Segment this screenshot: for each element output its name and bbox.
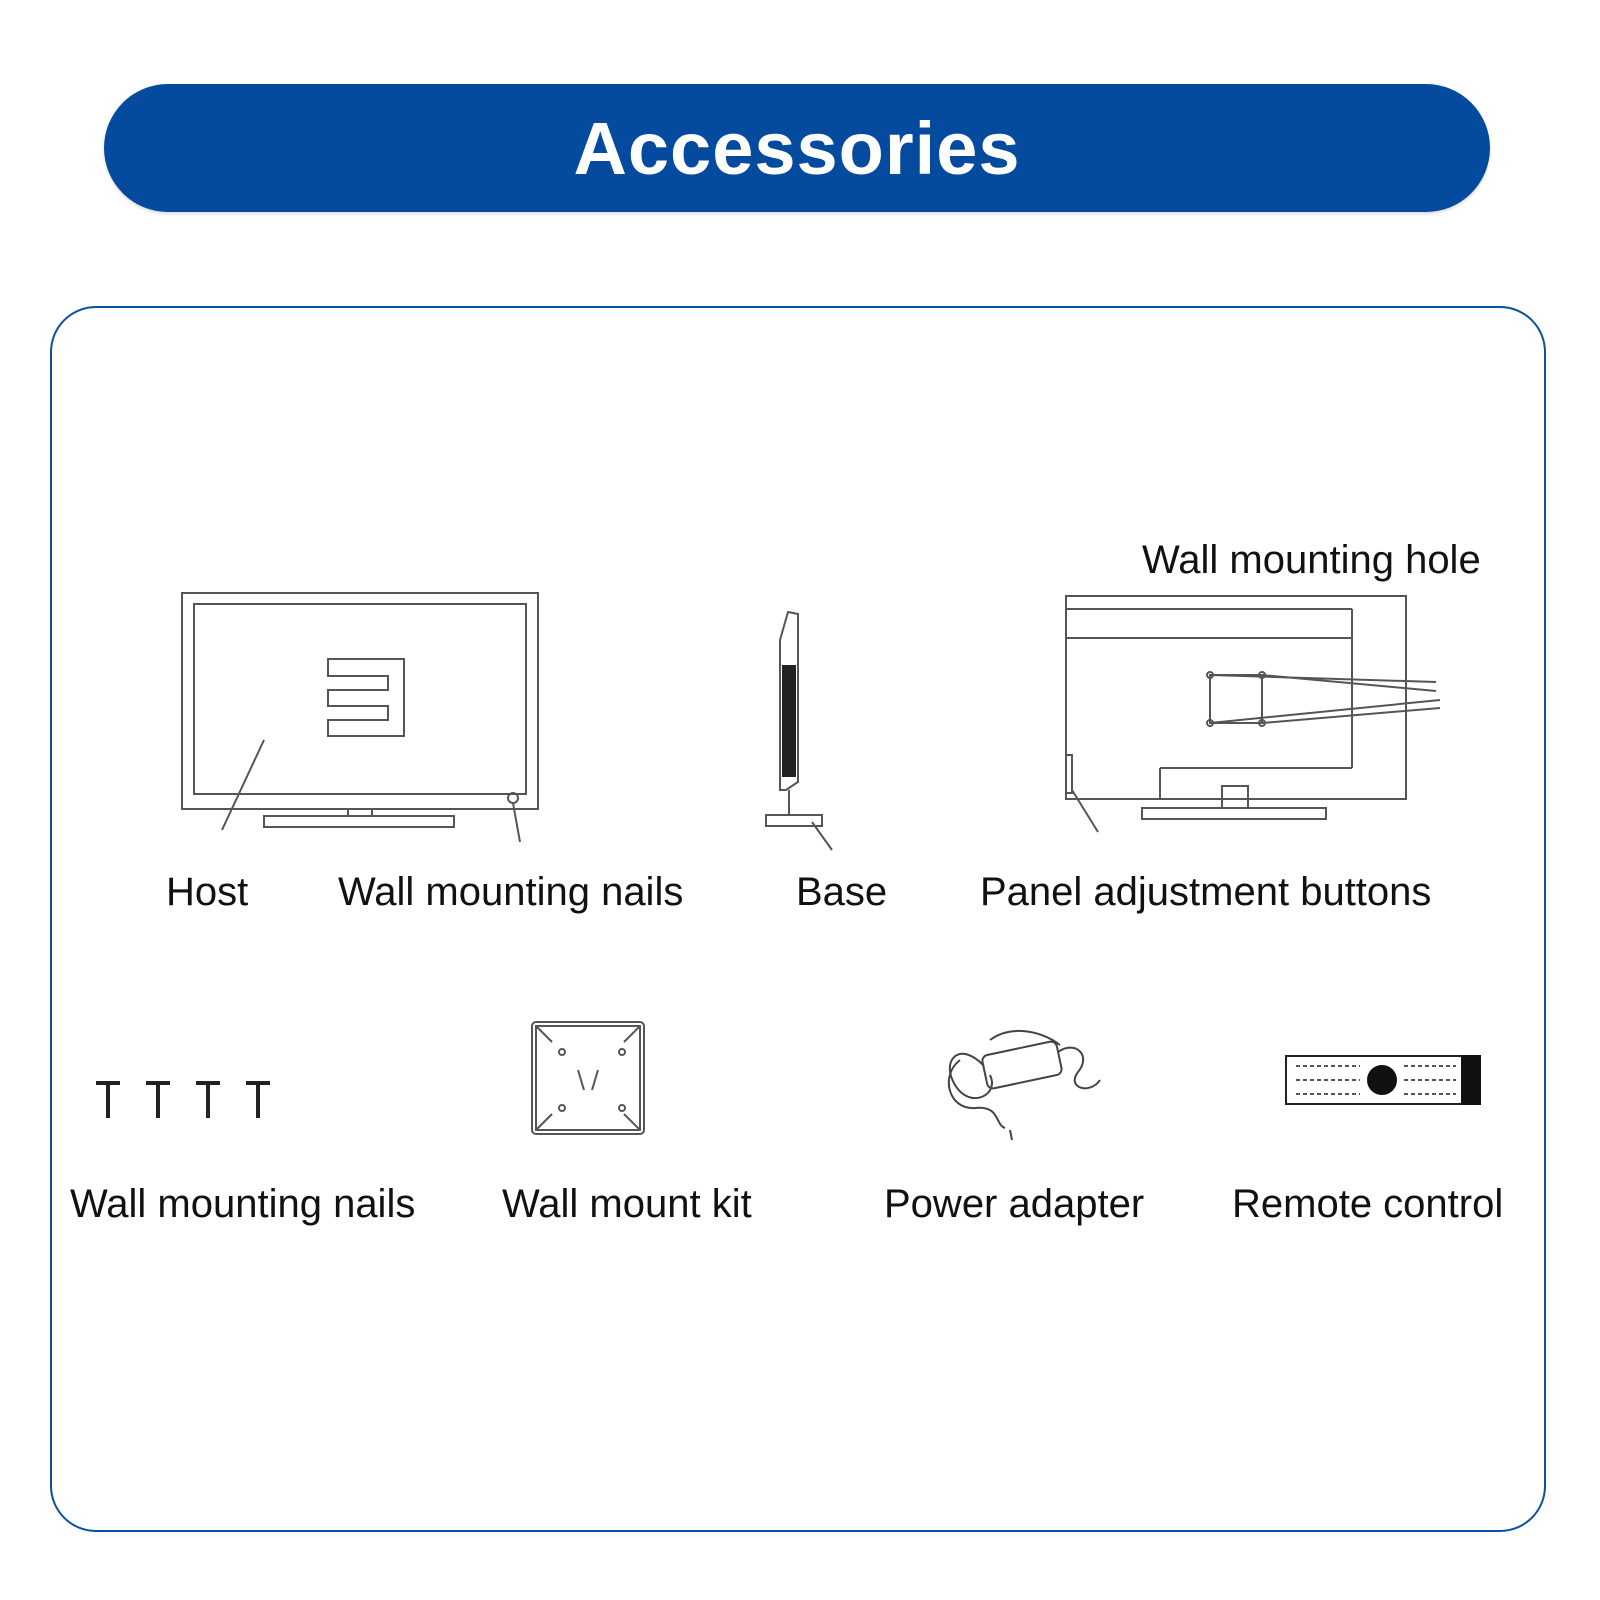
accessories-panel: [50, 306, 1546, 1532]
tv-front-icon: [181, 592, 539, 843]
remote-control-icon: [1285, 1055, 1481, 1105]
page-title: Accessories: [573, 106, 1021, 190]
tv-side-icon: [765, 610, 833, 851]
header-banner: Accessories: [104, 84, 1490, 212]
accessory-label-wall-mount-kit: Wall mount kit: [502, 1182, 752, 1226]
tv-back-icon: [1065, 595, 1441, 833]
nails-icon: [96, 1081, 270, 1118]
label-wall-mounting-nails-top: Wall mounting nails: [338, 870, 684, 914]
accessory-label-remote-control: Remote control: [1232, 1182, 1504, 1226]
wall-mount-kit-icon: [531, 1021, 645, 1135]
label-wall-mounting-hole: Wall mounting hole: [1142, 538, 1481, 582]
label-panel-adjustment-buttons: Panel adjustment buttons: [980, 870, 1432, 914]
power-adapter-icon: [947, 1029, 1101, 1141]
label-host: Host: [166, 870, 249, 914]
accessory-label-power-adapter: Power adapter: [884, 1182, 1145, 1226]
label-base: Base: [796, 870, 888, 914]
accessory-label-nails: Wall mounting nails: [70, 1182, 416, 1226]
